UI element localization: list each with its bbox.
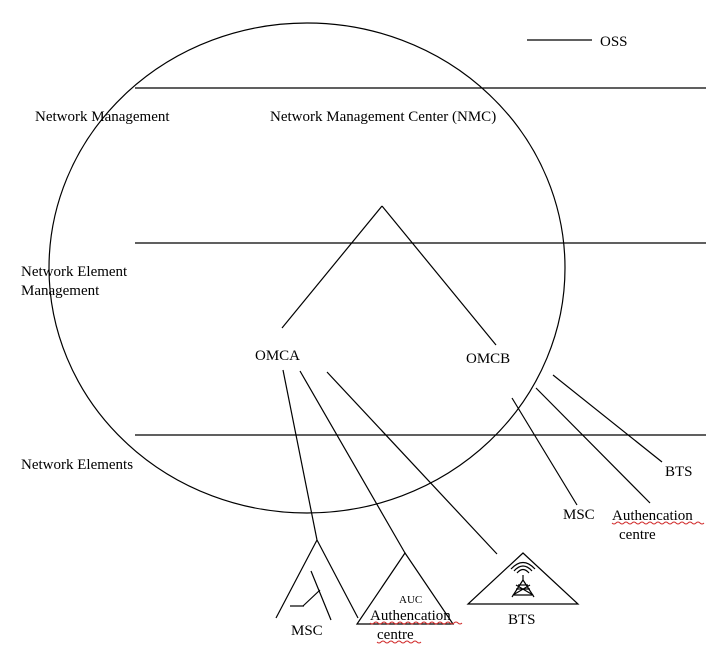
omca-label: OMCA [255, 348, 300, 364]
omcb-to-msc-line [511, 397, 578, 506]
oss-ellipse [48, 22, 566, 514]
omcb-auth-line2: centre [619, 527, 656, 543]
bts-tower-icon [466, 552, 580, 605]
omca-to-auc-line [299, 370, 406, 554]
omcb-to-auth-line [535, 387, 651, 504]
msc-switch-icon [275, 539, 359, 621]
nmc-label: Network Management Center (NMC) [270, 109, 496, 125]
level-network-element-management-line2: Management [21, 283, 100, 299]
level-network-management: Network Management [35, 109, 170, 125]
auc-symbol-text: AUC [399, 594, 422, 606]
nmc-to-omcb-line [381, 205, 497, 346]
omcb-label: OMCB [466, 351, 510, 367]
omca-bts-label: BTS [508, 612, 536, 628]
omcb-to-bts-line [552, 374, 663, 463]
level-network-element-management-line1: Network Element [21, 264, 128, 280]
oss-label: OSS [600, 34, 628, 50]
omcb-auth-line1: Authencation [612, 508, 693, 524]
omca-msc-label: MSC [291, 623, 323, 639]
omca-auth-line2: centre [377, 627, 414, 643]
omca-centre-spellcheck [376, 640, 422, 644]
omca-auth-line1: Authencation [370, 608, 451, 624]
omca-to-msc-line [282, 369, 318, 541]
nmc-to-omca-line [281, 205, 383, 329]
omca-auth-spellcheck [369, 621, 463, 625]
omcb-auth-spellcheck [611, 521, 705, 525]
omcb-msc-label: MSC [563, 507, 595, 523]
omca-to-bts-line [326, 371, 498, 555]
level-network-elements: Network Elements [21, 457, 133, 473]
omcb-bts-label: BTS [665, 464, 693, 480]
